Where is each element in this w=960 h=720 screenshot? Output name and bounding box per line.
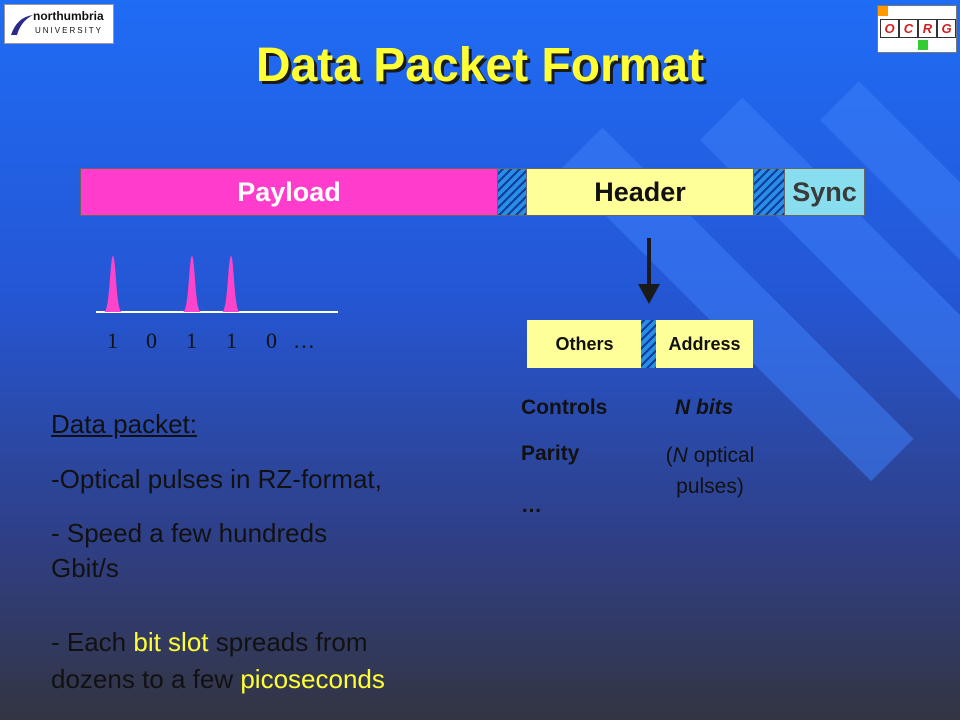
bit-label: 1 — [226, 328, 237, 353]
controls-label: Controls — [521, 396, 608, 419]
bit-slot-highlight: bit slot — [133, 627, 209, 657]
logo-text: northumbria — [33, 9, 104, 23]
sync-segment: Sync — [784, 168, 865, 216]
northumbria-logo: northumbria UNIVERSITY — [4, 4, 114, 44]
ocrg-letter: G — [937, 19, 956, 38]
rz-pulse-train — [96, 256, 338, 313]
arrow-down-icon — [647, 238, 651, 286]
bit-label: 1 — [107, 328, 118, 353]
slide-title: Data Packet Format — [255, 39, 705, 92]
ocrg-letter: R — [918, 19, 937, 38]
address-segment: Address — [656, 320, 753, 368]
pulse — [183, 256, 201, 312]
ocrg-logo: O C R G — [877, 5, 957, 53]
guard-band — [497, 168, 527, 216]
bit-label: 0 — [266, 328, 277, 353]
pulse — [222, 256, 240, 312]
text-run: - Each — [51, 627, 134, 657]
others-segment: Others — [527, 320, 642, 368]
logo-square — [918, 40, 928, 50]
guard-band — [641, 320, 657, 368]
bit-label: … — [293, 328, 315, 353]
ocrg-letter: C — [899, 19, 918, 38]
description-line: Gbit/s — [51, 553, 119, 583]
description-line: dozens to a few picoseconds — [51, 664, 385, 695]
description-heading: Data packet: — [51, 409, 197, 439]
pulse — [104, 256, 122, 312]
logo-subtext: UNIVERSITY — [35, 26, 104, 35]
description-line: - Each bit slot spreads from — [51, 627, 367, 658]
bit-label: 0 — [146, 328, 157, 353]
text-run: spreads from — [208, 627, 368, 657]
more-label: … — [521, 494, 542, 517]
optical-pulses-label: (N optical pulses) — [640, 440, 780, 502]
parity-label: Parity — [521, 442, 580, 465]
description-line: -Optical pulses in RZ-format, — [51, 464, 382, 494]
logo-square — [878, 6, 888, 16]
paren-open: ( — [665, 444, 673, 467]
n-italic: N — [672, 444, 688, 467]
swoosh-icon — [11, 15, 33, 35]
picoseconds-highlight: picoseconds — [240, 664, 385, 694]
pulses-text: pulses) — [676, 475, 744, 498]
arrow-head-icon — [638, 284, 660, 304]
guard-band — [753, 168, 785, 216]
payload-segment: Payload — [80, 168, 498, 216]
optical-text: optical — [687, 444, 755, 467]
header-segment: Header — [526, 168, 754, 216]
bit-label: 1 — [186, 328, 197, 353]
ocrg-letter: O — [880, 19, 899, 38]
n-bits-label: N bits — [675, 396, 734, 419]
text-run: dozens to a few — [51, 664, 241, 694]
description-line: - Speed a few hundreds — [51, 518, 328, 548]
